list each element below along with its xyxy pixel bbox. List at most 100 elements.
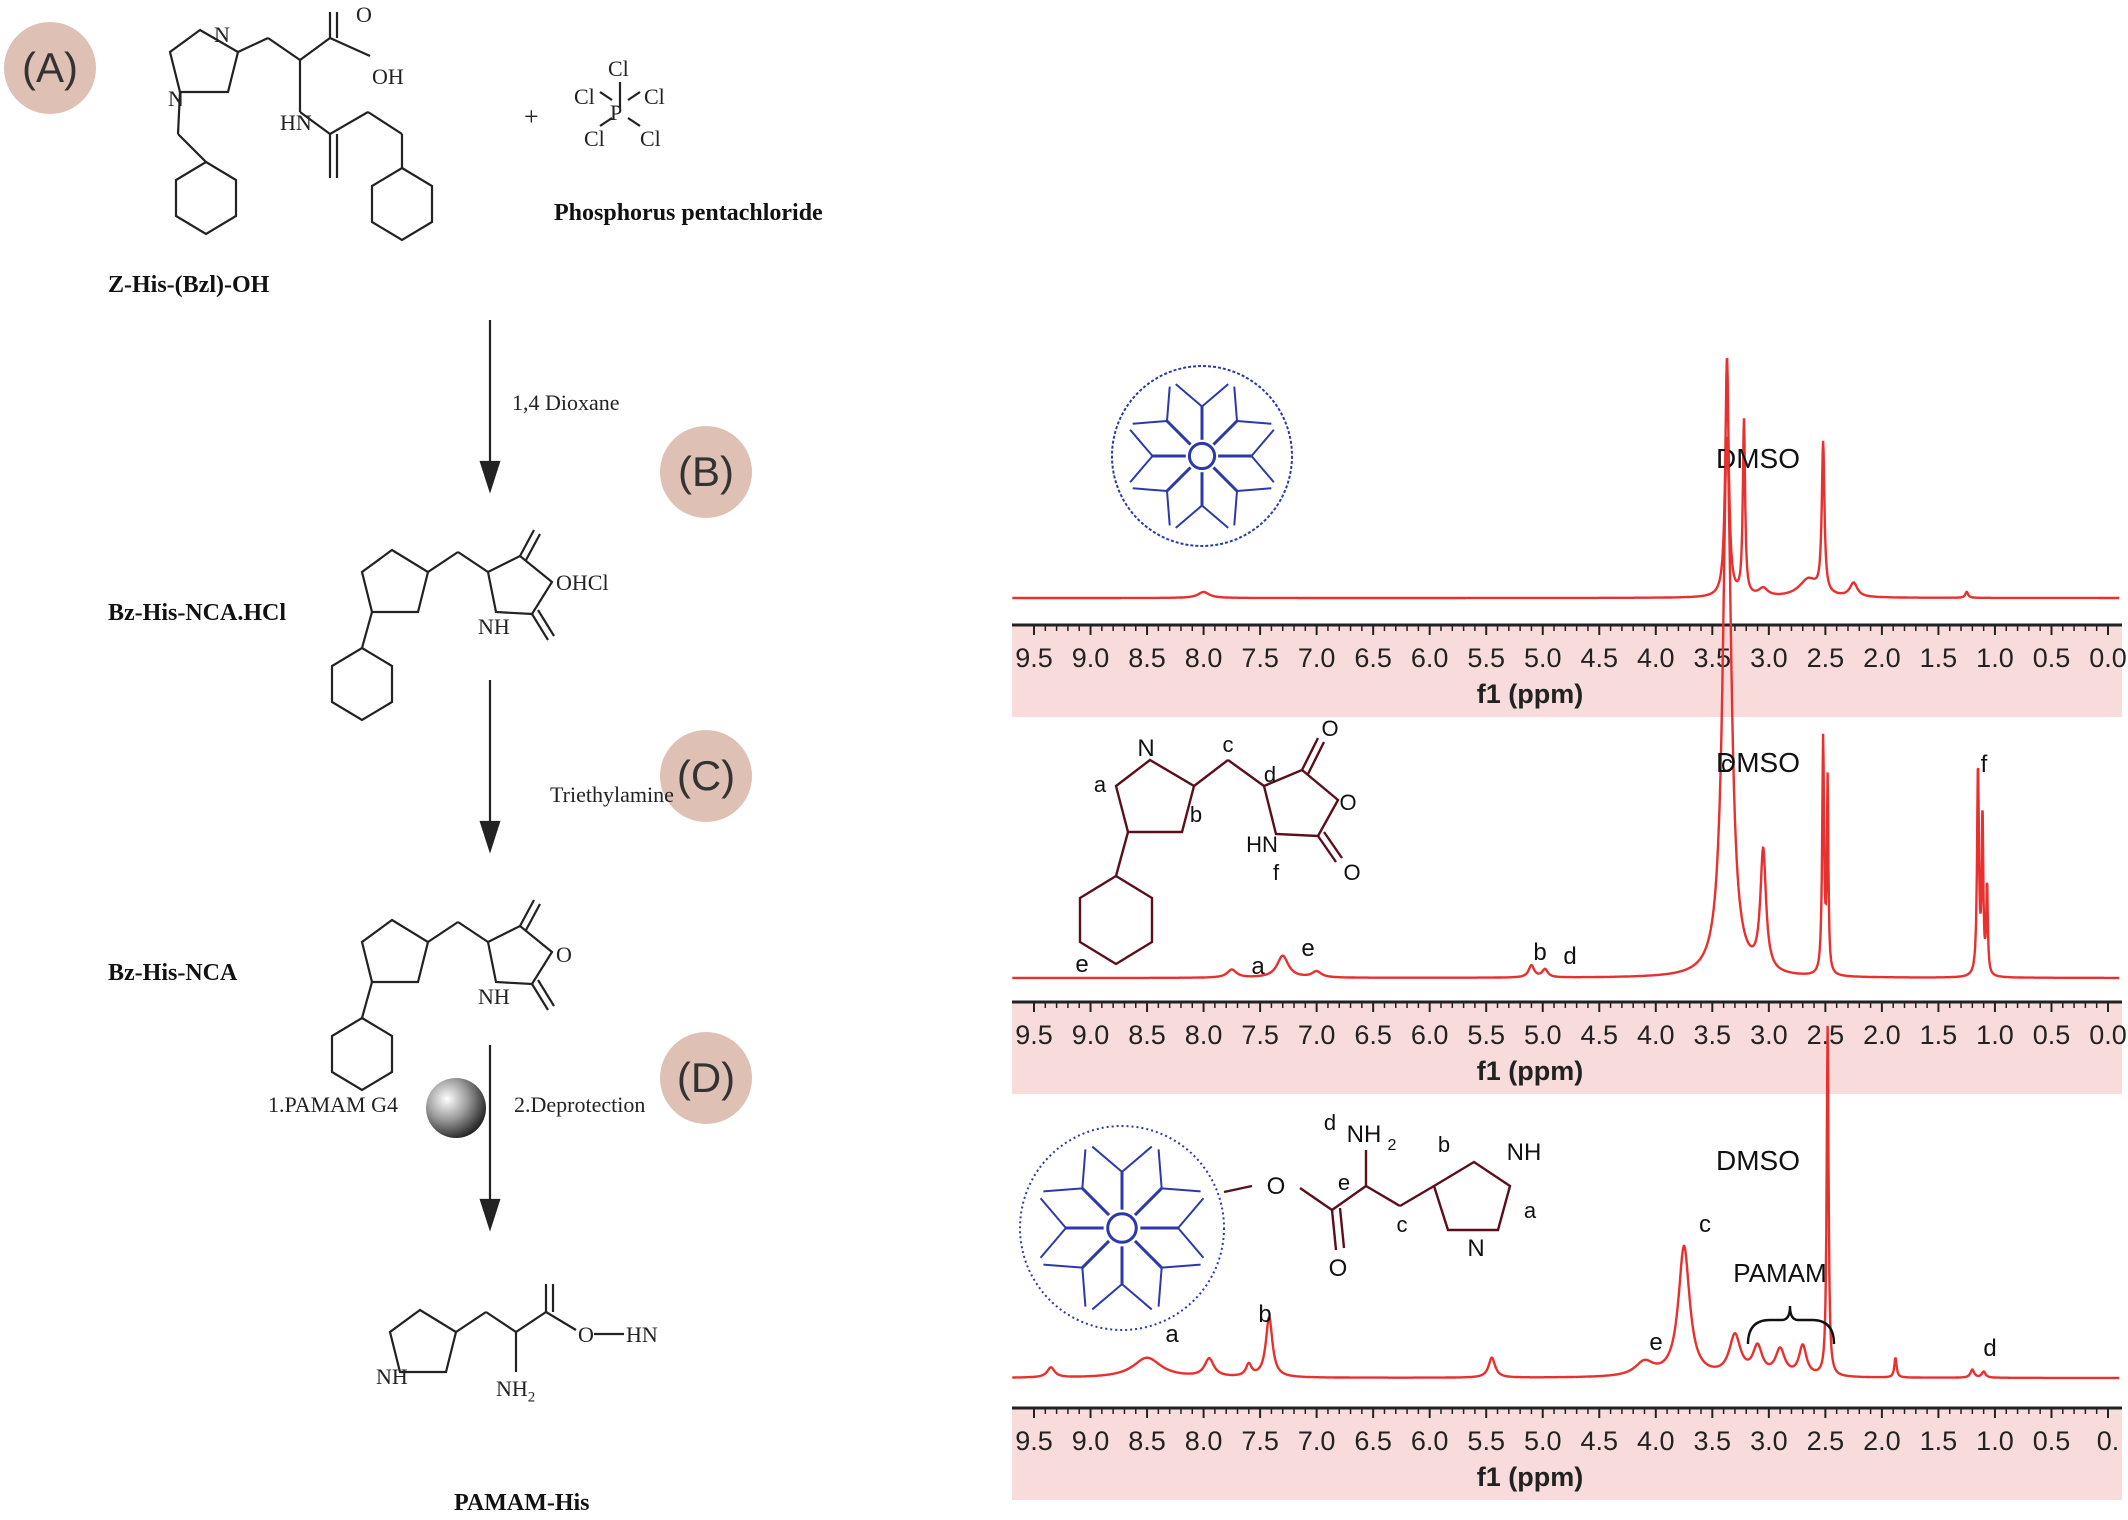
struct-c-f: f: [1273, 860, 1280, 885]
spectrum-b-tick-label: 1.0: [1976, 643, 2014, 673]
spectrum-c-trace: [1012, 436, 2120, 980]
compound-start: Z-His-(Bzl)-OH: [108, 272, 270, 298]
spectrum-b-tick-label: 6.0: [1411, 643, 1449, 673]
structure-c: [1078, 737, 1343, 966]
struct-d-n: N: [1467, 1235, 1484, 1262]
spectrum-d-axis-band: [1012, 1408, 2122, 1500]
spectrum-b-tick-label: 1.5: [1920, 643, 1958, 673]
spectrum-c-peak-b: b: [1533, 939, 1546, 966]
spectrum-d-peak-a: a: [1165, 1321, 1179, 1348]
struct-c-b: b: [1190, 802, 1202, 827]
spectrum-d-axis-title: f1 (ppm): [1477, 1462, 1583, 1492]
spectrum-d-peak-d: d: [1983, 1335, 1996, 1362]
spectrum-b-tick-label: 9.5: [1015, 643, 1053, 673]
spectrum-d-tick-label: 3.5: [1694, 1426, 1732, 1456]
panel-label-a: (A): [4, 22, 96, 114]
struct-d-b: b: [1438, 1132, 1450, 1157]
spectrum-d-tick-label: 4.0: [1637, 1426, 1675, 1456]
compound-int2: Bz-His-NCA: [108, 960, 238, 986]
atom-oh: OH: [372, 64, 404, 89]
spectrum-d-tick-label: 7.0: [1298, 1426, 1336, 1456]
spectrum-d-tick-label: 9.5: [1015, 1426, 1053, 1456]
atom-hn: HN: [280, 110, 312, 135]
spectrum-d-tick-label: 8.5: [1128, 1426, 1166, 1456]
struct-c-a: a: [1094, 772, 1107, 797]
compound-int1: Bz-His-NCA.HCl: [108, 600, 286, 626]
spectrum-c-peak-d: d: [1563, 943, 1576, 970]
spectrum-c-tick-label: 8.0: [1185, 1020, 1223, 1050]
atom-o: O: [356, 2, 372, 27]
spectrum-b-tick-label: 7.0: [1298, 643, 1336, 673]
spectrum-b-tick-label: 6.5: [1354, 643, 1392, 673]
spectrum-c-tick-label: 2.5: [1807, 1020, 1845, 1050]
spectrum-c-tick-label: 3.0: [1750, 1020, 1788, 1050]
struct-d-e: e: [1338, 1170, 1350, 1195]
panel-label-c: (C): [660, 730, 752, 822]
atom-cl-left: Cl: [574, 84, 595, 109]
atom-nh-int1: NH: [478, 614, 510, 639]
panel-label-d: (D): [660, 1032, 752, 1124]
atom-cl-br: Cl: [640, 126, 661, 151]
spectrum-d-tick-label: 6.5: [1354, 1426, 1392, 1456]
struct-d-a: a: [1524, 1198, 1537, 1223]
spectrum-d-tick-label: 1.5: [1920, 1426, 1958, 1456]
spectrum-c-tick-label: 4.0: [1637, 1020, 1675, 1050]
spectrum-b-axis-title: f1 (ppm): [1477, 679, 1583, 709]
spectrum-b-tick-label: 2.5: [1807, 643, 1845, 673]
struct-d-o2: O: [1329, 1255, 1348, 1282]
atom-hn-link: HN: [626, 1322, 658, 1347]
spectrum-c-tick-label: 4.5: [1580, 1020, 1618, 1050]
atom-nh2: NH2: [496, 1376, 536, 1406]
atom-n-start: N: [214, 22, 230, 47]
spectrum-d-dmso-label: DMSO: [1716, 1145, 1800, 1176]
spectrum-d-tick-label: 2.0: [1863, 1426, 1901, 1456]
spectrum-b-tick-label: 7.5: [1241, 643, 1279, 673]
spectrum-c-tick-label: 1.0: [1976, 1020, 2014, 1050]
spectrum-b-tick-label: 4.5: [1580, 643, 1618, 673]
spectrum-d-peak-b: b: [1258, 1301, 1271, 1328]
spectrum-d-peak-e: e: [1649, 1329, 1662, 1356]
spectrum-b-tick-label: 0.0: [2089, 643, 2127, 673]
spectrum-d-peak-c: c: [1699, 1211, 1711, 1238]
atom-ohcl: OHCl: [556, 570, 609, 595]
atom-o-int2: O: [556, 942, 572, 967]
spectrum-c-peak-a: a: [1251, 953, 1265, 980]
struct-c-o3: O: [1343, 860, 1360, 885]
spectrum-c-tick-label: 1.5: [1920, 1020, 1958, 1050]
pamam-brace: [1746, 1305, 1836, 1345]
spectrum-b-tick-label: 8.0: [1185, 643, 1223, 673]
pamam-sphere-reagent: [426, 1078, 486, 1138]
spectrum-d-tick-label: 9.0: [1072, 1426, 1110, 1456]
struct-d-d: d: [1324, 1110, 1336, 1135]
spectrum-b-tick-label: 9.0: [1072, 643, 1110, 673]
spectrum-c-tick-label: 5.0: [1524, 1020, 1562, 1050]
plus-sign: +: [524, 102, 539, 131]
step-pamam: 1.PAMAM G4: [268, 1092, 399, 1117]
spectrum-c-tick-label: 2.0: [1863, 1020, 1901, 1050]
spectrum-d-tick-label: 5.0: [1524, 1426, 1562, 1456]
step-dioxane: 1,4 Dioxane: [512, 390, 620, 415]
spectrum-c-tick-label: 6.0: [1411, 1020, 1449, 1050]
step-triethylamine: Triethylamine: [550, 782, 674, 807]
spectrum-c-peak-c: c: [1721, 751, 1733, 778]
spectrum-c-tick-label: 0.5: [2033, 1020, 2071, 1050]
spectrum-d-tick-label: 2.5: [1807, 1426, 1845, 1456]
benzyl-ring-bzl: [174, 160, 238, 236]
spectrum-b-tick-label: 3.0: [1750, 643, 1788, 673]
atom-cl-top: Cl: [608, 56, 629, 81]
spectrum-c-tick-label: 0.0: [2089, 1020, 2127, 1050]
atom-nh-product: NH: [376, 1364, 408, 1389]
spectrum-d-pamam-label: PAMAM: [1733, 1258, 1826, 1288]
spectrum-b-axis-band: [1012, 625, 2122, 717]
struct-d-c: c: [1397, 1212, 1408, 1237]
spectrum-d-tick-label: 3.0: [1750, 1426, 1788, 1456]
spectrum-b-tick-label: 0.5: [2033, 643, 2071, 673]
spectrum-c-tick-label: 7.0: [1298, 1020, 1336, 1050]
spectrum-c-tick-label: 6.5: [1354, 1020, 1392, 1050]
imidazole-ring-start: [168, 28, 240, 94]
spectrum-c-tick-label: 3.5: [1694, 1020, 1732, 1050]
struct-c-hn: HN: [1246, 832, 1278, 857]
spectrum-d-tick-label: 7.5: [1241, 1426, 1279, 1456]
